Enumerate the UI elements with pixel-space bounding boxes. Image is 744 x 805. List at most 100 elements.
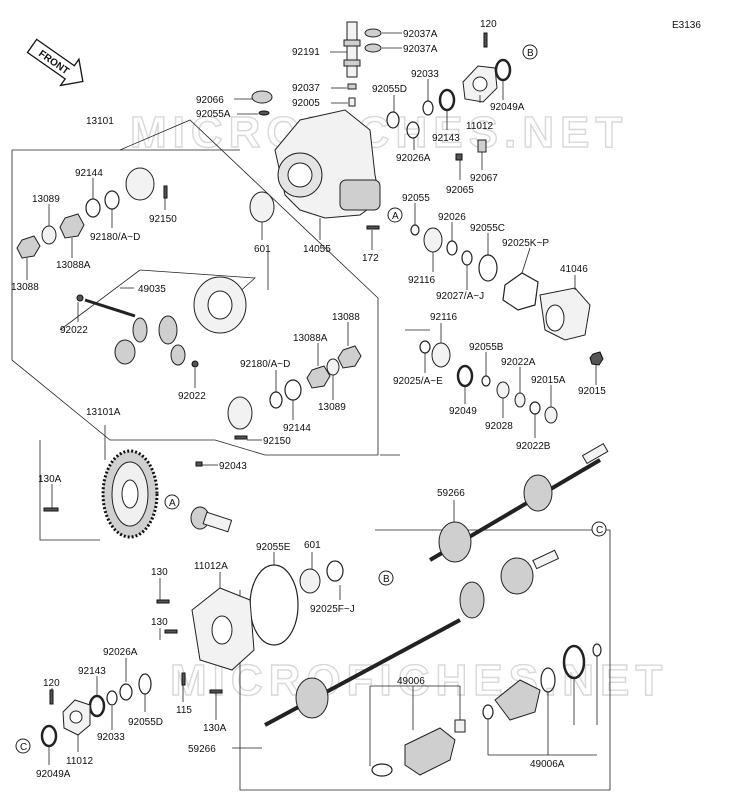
label-92015: 92015 bbox=[578, 386, 606, 397]
label-92066: 92066 bbox=[196, 95, 224, 106]
svg-text:A: A bbox=[392, 211, 399, 222]
oring-92055a bbox=[258, 110, 270, 116]
boot-kit-49006a bbox=[482, 643, 602, 721]
label-92026a-bottom: 92026A bbox=[103, 647, 138, 658]
front-arrow-icon: FRONT bbox=[26, 38, 84, 87]
pinion-gear-1 bbox=[132, 317, 148, 343]
nut-92015 bbox=[589, 351, 604, 366]
label-130a-bottom: 130A bbox=[203, 723, 227, 734]
label-13089-top: 13089 bbox=[32, 194, 60, 205]
label-13088a-right: 13088A bbox=[293, 333, 328, 344]
shim-92144-top bbox=[85, 198, 101, 218]
label-92005: 92005 bbox=[292, 98, 320, 109]
label-59266-bottom: 59266 bbox=[188, 744, 216, 755]
label-59266-top: 59266 bbox=[437, 488, 465, 499]
oring-92055b bbox=[481, 375, 491, 387]
label-92055c: 92055C bbox=[470, 223, 505, 234]
bolt-120-top bbox=[483, 32, 488, 48]
pin-49035 bbox=[84, 298, 136, 318]
label-41046: 41046 bbox=[560, 264, 588, 275]
seal-92143-top bbox=[438, 88, 456, 112]
label-92055: 92055 bbox=[402, 193, 430, 204]
label-92022a: 92022A bbox=[501, 357, 536, 368]
washer-13089-right bbox=[326, 358, 340, 376]
label-92043: 92043 bbox=[219, 461, 247, 472]
svg-text:C: C bbox=[596, 525, 603, 536]
label-120-top: 120 bbox=[480, 19, 497, 30]
bolt-130-b bbox=[164, 629, 178, 634]
label-172: 172 bbox=[362, 253, 379, 264]
label-130a-top: 130A bbox=[38, 474, 62, 485]
label-11012a: 11012A bbox=[194, 561, 228, 572]
seal-92143-bottom bbox=[88, 694, 106, 718]
bearing-92116-b bbox=[431, 342, 451, 368]
breather-92191 bbox=[343, 21, 361, 78]
shim-92025kp bbox=[502, 272, 539, 311]
washer-92033-bottom bbox=[106, 690, 118, 706]
svg-text:B: B bbox=[383, 574, 390, 585]
bearing-601-top bbox=[249, 191, 275, 223]
cover-11012a bbox=[191, 587, 255, 671]
svg-text:A: A bbox=[169, 498, 176, 509]
callout-c-bottom: C bbox=[15, 738, 31, 754]
label-13088a-top: 13088A bbox=[56, 260, 91, 271]
label-92025kp: 92025K~P bbox=[502, 238, 549, 249]
label-13089-right: 13089 bbox=[318, 402, 346, 413]
label-92033-top: 92033 bbox=[411, 69, 439, 80]
bolt-130-a bbox=[156, 599, 170, 604]
housing-41046 bbox=[539, 287, 591, 341]
label-92026a-top: 92026A bbox=[396, 153, 431, 164]
diff-cover-part bbox=[227, 396, 253, 430]
bolt-115 bbox=[181, 672, 186, 686]
nut-13088-right bbox=[337, 345, 362, 369]
label-130-a: 130 bbox=[151, 567, 168, 578]
ring-gear-13101a bbox=[101, 449, 159, 539]
seal-92049a-top bbox=[494, 58, 512, 82]
label-92150-top: 92150 bbox=[149, 214, 177, 225]
label-92037: 92037 bbox=[292, 83, 320, 94]
nut-13088-top bbox=[16, 235, 41, 259]
diagram-code: E3136 bbox=[672, 20, 701, 31]
label-92015a: 92015A bbox=[531, 375, 566, 386]
cap-92037a-1 bbox=[364, 28, 382, 38]
nut-92015a bbox=[544, 406, 558, 424]
label-92055e: 92055E bbox=[256, 542, 291, 553]
group-frames bbox=[11, 119, 611, 791]
label-92022-b: 92022 bbox=[178, 391, 206, 402]
callout-a-top: A bbox=[387, 207, 403, 223]
diff-case-13101 bbox=[193, 276, 247, 334]
pin-92065 bbox=[455, 153, 463, 161]
label-120-bottom: 120 bbox=[43, 678, 60, 689]
svg-text:B: B bbox=[527, 48, 534, 59]
shim-92027 bbox=[461, 250, 473, 266]
label-92143-bottom: 92143 bbox=[78, 666, 106, 677]
washer-92026a-top bbox=[406, 121, 420, 139]
label-49006: 49006 bbox=[397, 676, 425, 687]
label-49035: 49035 bbox=[138, 284, 166, 295]
plug-92067 bbox=[477, 139, 487, 153]
label-92180-top: 92180/A~D bbox=[90, 232, 140, 243]
cover-11012-bottom bbox=[62, 699, 91, 736]
label-92144-top: 92144 bbox=[75, 168, 103, 179]
shim-92180-right bbox=[269, 391, 283, 409]
label-92065: 92065 bbox=[446, 185, 474, 196]
label-13101: 13101 bbox=[86, 116, 114, 127]
label-92180-right: 92180/A~D bbox=[240, 359, 290, 370]
screw-92005 bbox=[348, 97, 356, 107]
callout-c-top: C bbox=[591, 521, 607, 537]
bolt-130a-bottom bbox=[209, 689, 223, 694]
label-13088-top: 13088 bbox=[11, 282, 39, 293]
nut-13088a-top bbox=[59, 213, 85, 239]
callout-b-bottom: B bbox=[378, 570, 394, 586]
label-92116-a: 92116 bbox=[408, 275, 436, 286]
pin-92022-a bbox=[76, 294, 84, 302]
leader-lines bbox=[26, 32, 598, 766]
label-92067: 92067 bbox=[470, 173, 498, 184]
label-11012-top: 11012 bbox=[466, 121, 494, 132]
diff-case-part bbox=[125, 167, 155, 201]
seal-92049 bbox=[456, 364, 474, 388]
label-92191: 92191 bbox=[292, 47, 320, 58]
pin-92043 bbox=[195, 461, 203, 467]
nut-13088a-right bbox=[306, 365, 331, 389]
